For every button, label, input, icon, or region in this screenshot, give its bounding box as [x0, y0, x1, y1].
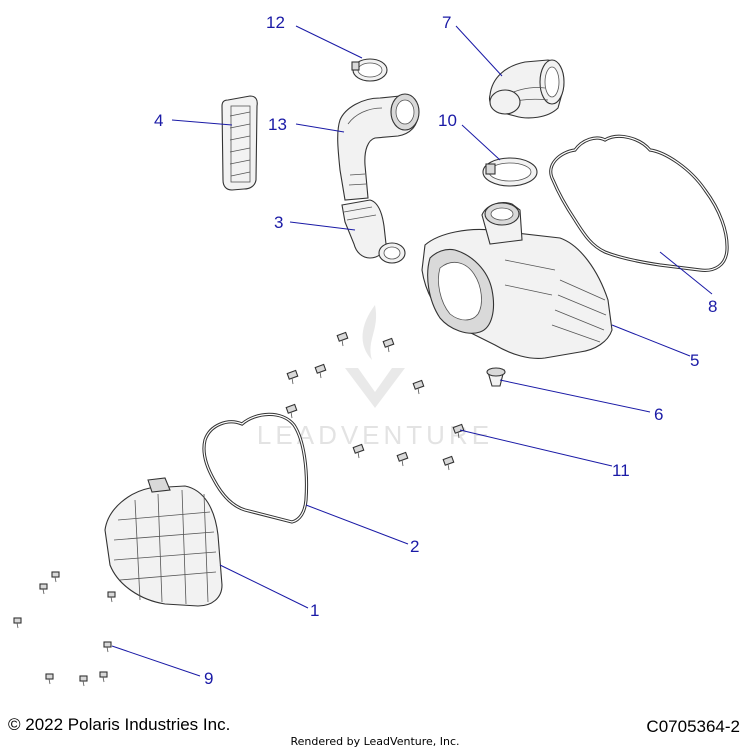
leader-13 [295, 123, 345, 133]
callout-11: 11 [612, 461, 630, 480]
callout-10: 10 [438, 111, 457, 130]
leader-12 [295, 25, 363, 59]
leader-7 [455, 25, 503, 77]
leader-5 [611, 324, 691, 357]
leader-2 [305, 504, 409, 545]
bolt [396, 451, 409, 467]
leader-lines [111, 25, 713, 677]
screw [13, 617, 22, 629]
screw [45, 673, 54, 685]
leader-9 [111, 645, 201, 677]
leader-10 [461, 124, 501, 161]
part-1-cover [104, 477, 223, 607]
screw [51, 571, 60, 583]
part-10-clamp [482, 157, 538, 187]
callout-2: 2 [410, 537, 419, 556]
leader-4 [171, 119, 233, 126]
part-6-drain-plug [486, 367, 506, 387]
leader-1 [219, 564, 309, 609]
part-7-duct-elbow [488, 59, 565, 119]
callout-12: 12 [266, 13, 285, 32]
copyright-text: © 2022 Polaris Industries Inc. [8, 715, 230, 734]
part-13-intake-tube [337, 93, 420, 201]
bolt [442, 455, 455, 471]
part-2-gasket [202, 412, 309, 524]
bolt-group-housing [285, 331, 465, 471]
leader-11 [459, 429, 613, 467]
bolt [382, 337, 395, 353]
screw-group-cover [13, 571, 116, 687]
part-4-grille [221, 95, 258, 191]
leader-8 [659, 251, 713, 295]
screw [103, 641, 112, 653]
screw [99, 671, 108, 683]
bolt [336, 331, 349, 347]
rendered-by-text: Rendered by LeadVenture, Inc. [290, 735, 459, 748]
bolt [452, 423, 465, 439]
callout-labels: 12 7 4 13 10 3 8 5 6 11 2 1 9 [154, 13, 717, 688]
callout-8: 8 [708, 297, 717, 316]
diagram-code: C0705364-2 [646, 717, 740, 736]
part-8-gasket [549, 134, 729, 272]
callout-9: 9 [204, 669, 213, 688]
callout-6: 6 [654, 405, 663, 424]
callout-3: 3 [274, 213, 283, 232]
bolt [412, 379, 425, 395]
screw [79, 675, 88, 687]
part-5-airbox-housing [421, 202, 613, 359]
part-3-coupler [341, 199, 406, 264]
bolt [286, 369, 299, 385]
callout-7: 7 [442, 13, 451, 32]
bolt [285, 403, 298, 419]
callout-13: 13 [268, 115, 287, 134]
callout-1: 1 [310, 601, 319, 620]
screw [107, 591, 116, 603]
bolt [314, 363, 327, 379]
callout-5: 5 [690, 351, 699, 370]
leader-3 [289, 221, 356, 231]
bolt [352, 443, 365, 459]
part-12-clamp [351, 58, 388, 82]
callout-4: 4 [154, 111, 163, 130]
screw [39, 583, 48, 595]
leader-6 [499, 379, 651, 413]
